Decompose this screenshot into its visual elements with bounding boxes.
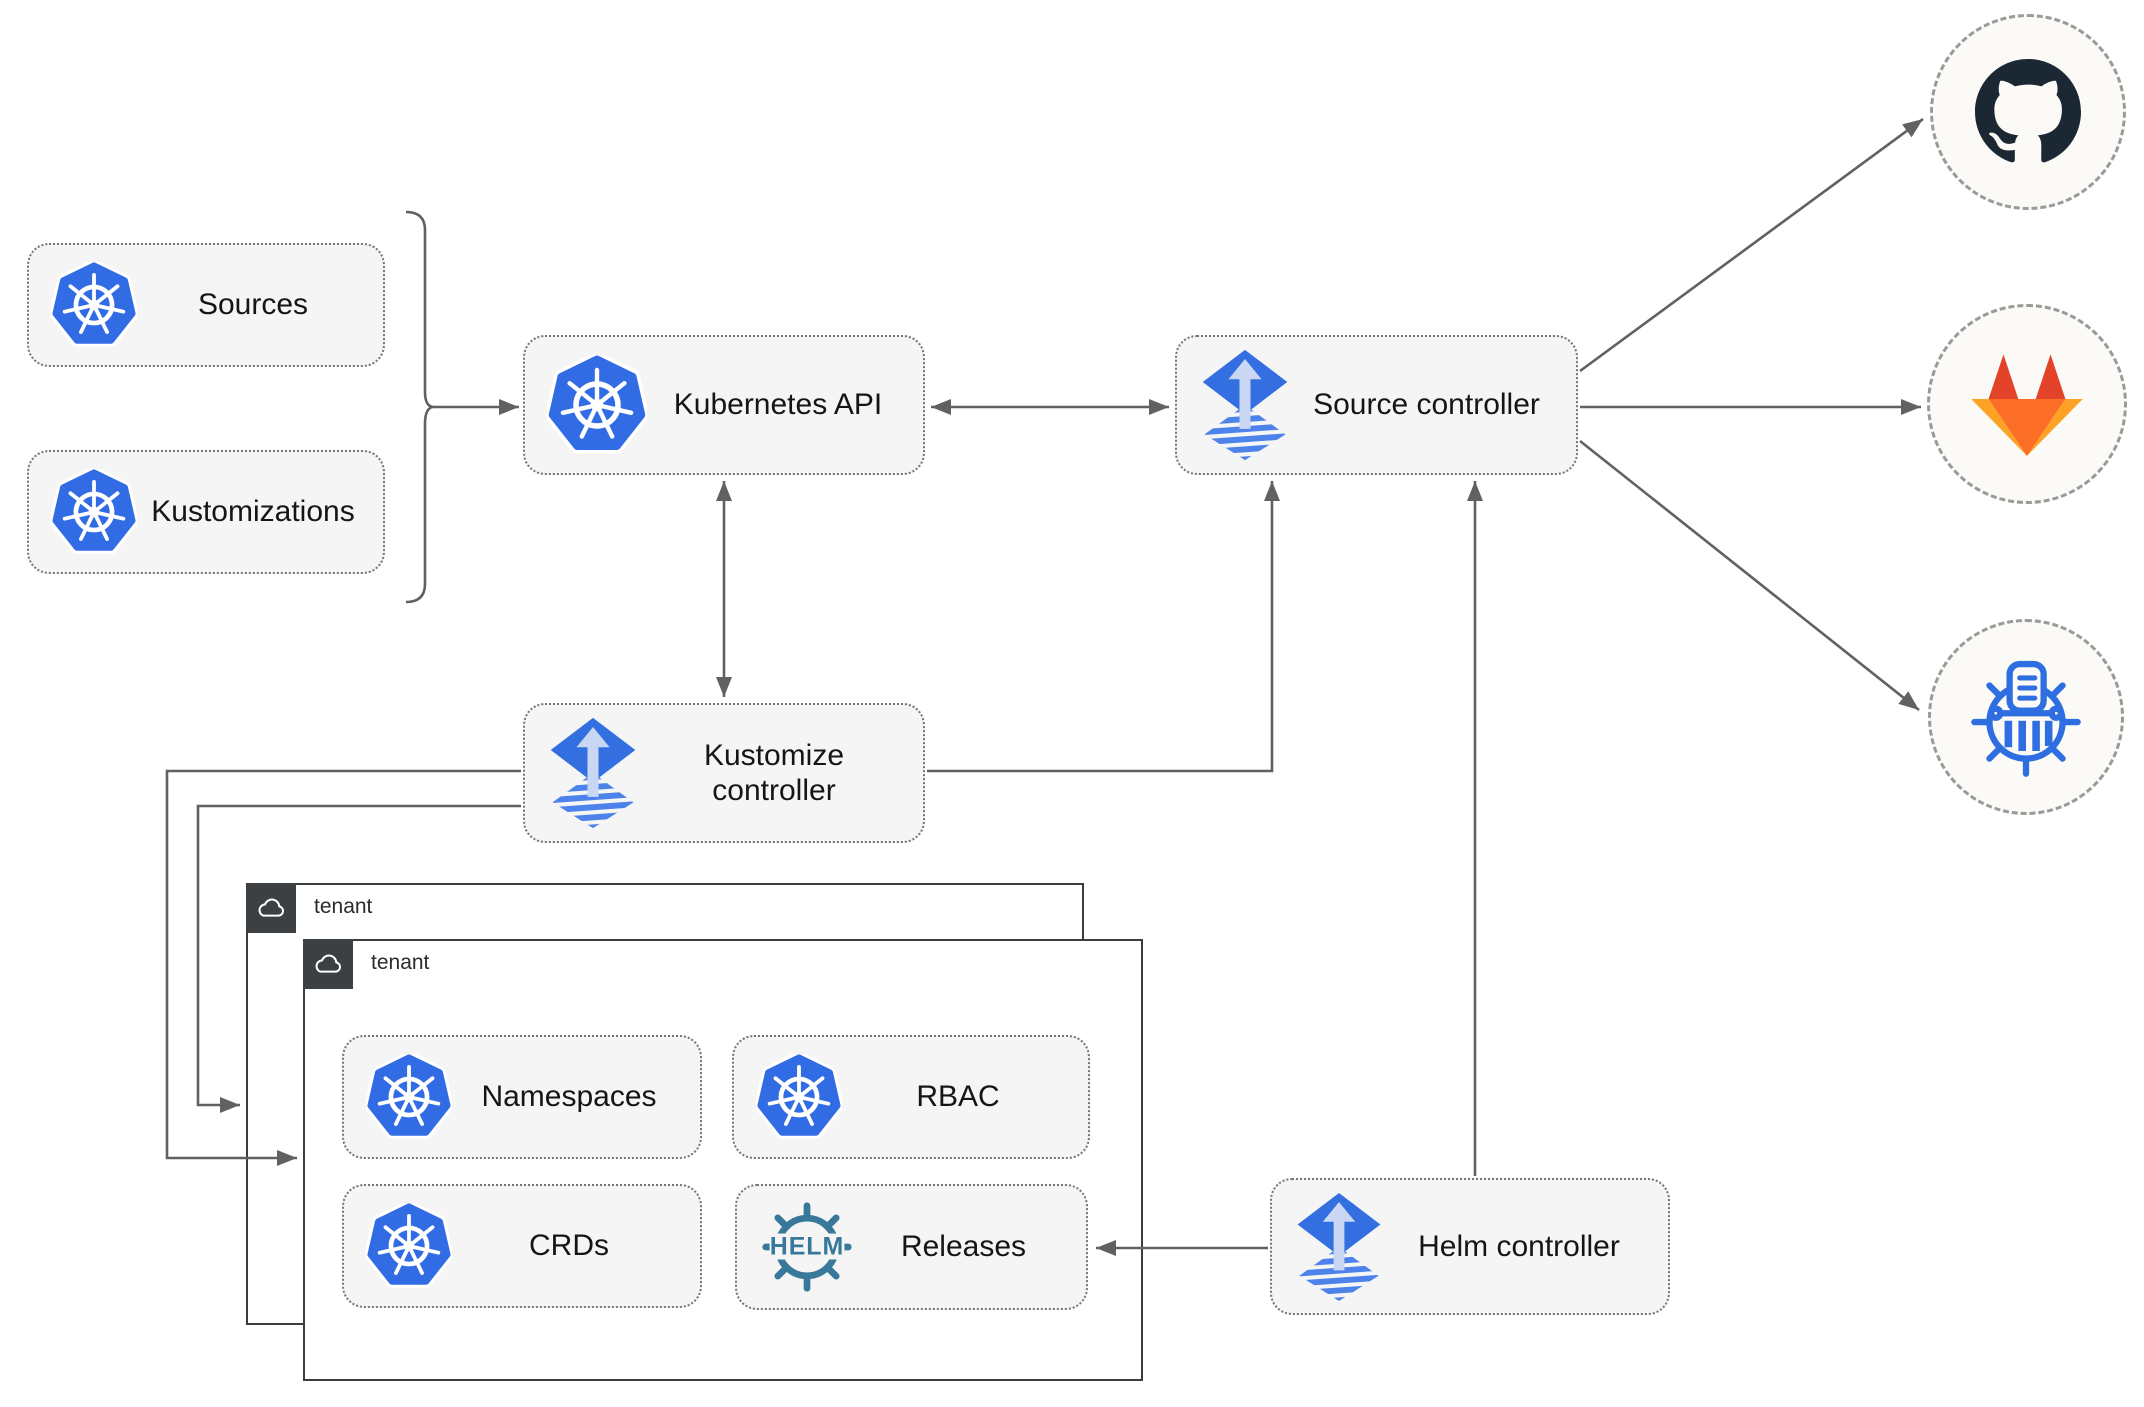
kubernetes-icon — [366, 1203, 452, 1289]
tenant-label: tenant — [371, 951, 430, 974]
node-label: Kustomizations — [151, 495, 355, 529]
node-releases: HELM Releases — [735, 1184, 1088, 1310]
edge-kustomize-source — [927, 481, 1280, 773]
kubernetes-icon — [51, 469, 137, 555]
edge-source-github — [1579, 117, 1924, 373]
node-label: CRDs — [529, 1229, 609, 1263]
node-kubernetes-api: Kubernetes API — [523, 335, 925, 475]
cloud-icon — [254, 895, 288, 921]
edge-bracket — [405, 210, 434, 604]
node-helm-controller: Helm controller — [1270, 1178, 1670, 1315]
edge-source-chartmuseum — [1579, 439, 1920, 712]
kubernetes-icon — [756, 1054, 842, 1140]
flux-icon — [1199, 348, 1291, 462]
kubernetes-icon — [547, 355, 647, 455]
kubernetes-icon — [366, 1054, 452, 1140]
node-label: Releases — [900, 1230, 1027, 1264]
node-label: Helm controller — [1418, 1229, 1620, 1263]
node-label: Kustomize controller — [703, 738, 845, 807]
helm-icon: HELM — [759, 1199, 855, 1295]
cloud-icon — [311, 951, 345, 977]
external-chartmuseum — [1928, 619, 2124, 815]
chartmuseum-icon — [1963, 654, 2089, 780]
node-label: Sources — [197, 288, 309, 322]
cloud-badge — [246, 883, 296, 933]
node-label: Source controller — [1313, 388, 1540, 422]
node-crds: CRDs — [342, 1184, 702, 1308]
node-sources: Sources — [27, 243, 385, 367]
node-label: RBAC — [916, 1080, 1000, 1114]
tenant-label: tenant — [314, 895, 373, 918]
github-icon — [1975, 59, 2081, 165]
node-rbac: RBAC — [732, 1035, 1090, 1159]
node-label: Kubernetes API — [673, 388, 883, 422]
node-source-controller: Source controller — [1175, 335, 1578, 475]
node-kustomize-controller: Kustomize controller — [523, 703, 925, 843]
kubernetes-icon — [51, 262, 137, 348]
tenant-group-inner: tenant — [303, 939, 1143, 1381]
flux-icon — [1294, 1191, 1384, 1303]
cloud-badge — [303, 939, 353, 989]
flux-icon — [547, 716, 639, 830]
node-kustomizations: Kustomizations — [27, 450, 385, 574]
gitlab-icon — [1965, 347, 2089, 461]
external-github — [1930, 14, 2126, 210]
helm-logo-text: HELM — [770, 1233, 845, 1261]
external-gitlab — [1927, 304, 2127, 504]
node-namespaces: Namespaces — [342, 1035, 702, 1159]
node-label: Namespaces — [481, 1080, 657, 1114]
